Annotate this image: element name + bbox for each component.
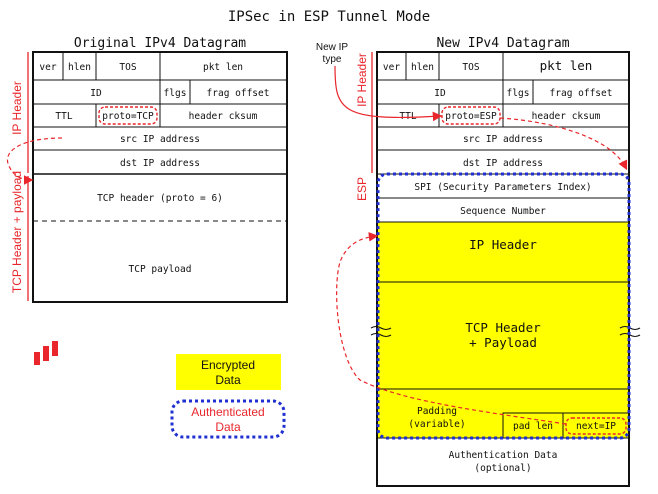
right-tcp-header-l1: TCP Header: [465, 320, 541, 335]
right-heading: New IPv4 Datagram: [436, 36, 569, 51]
new-ip-type-l1: New IP: [316, 42, 349, 53]
right-spi: SPI (Security Parameters Index): [414, 182, 591, 193]
right-ip-header: IP Header: [469, 237, 537, 252]
right-ver: ver: [383, 62, 400, 73]
left-heading: Original IPv4 Datagram: [74, 36, 246, 51]
next-ip-arrow: [336, 232, 567, 425]
right-hlen: hlen: [411, 62, 434, 73]
left-ver: ver: [39, 62, 56, 73]
right-frag: frag offset: [550, 88, 613, 99]
right-flgs: flgs: [507, 88, 530, 99]
left-proto-highlight: [98, 106, 158, 125]
left-loop-arrow: [6, 137, 63, 185]
right-padding-l1: Padding: [417, 406, 457, 417]
legend-encrypted-swatch: [176, 354, 281, 390]
left-payload-label: TCP Header + payload: [10, 171, 24, 293]
legend-authenticated-l2: Data: [215, 420, 241, 434]
right-encrypted-region: [378, 222, 629, 438]
right-ttl: TTL: [399, 111, 416, 122]
right-auth-l2: (optional): [474, 463, 531, 474]
right-ip-header-label: IP Header: [355, 53, 369, 107]
left-datagram: [32, 51, 288, 303]
new-ip-type-arrow: [334, 65, 443, 122]
right-auth-l1: Authentication Data: [449, 450, 558, 461]
right-cksum: header cksum: [532, 111, 601, 122]
left-proto: proto=TCP: [102, 111, 154, 122]
left-flgs: flgs: [164, 88, 187, 99]
right-src: src IP address: [463, 134, 543, 145]
right-esp-label: ESP: [355, 177, 369, 201]
right-tcp-header-l2: + Payload: [469, 335, 537, 350]
left-frag: frag offset: [207, 88, 270, 99]
new-ip-type-l2: type: [323, 54, 342, 65]
legend-authenticated-l1: Authenticated: [191, 405, 264, 419]
left-src: src IP address: [120, 134, 200, 145]
right-seq: Sequence Number: [460, 206, 546, 217]
legend-authenticated-swatch: [170, 399, 286, 439]
esp-proto-arrow: [499, 117, 628, 171]
left-pktlen: pkt len: [203, 62, 243, 73]
right-id: ID: [434, 88, 446, 99]
left-cksum: header cksum: [189, 111, 258, 122]
legend-encrypted-l1: Encrypted: [201, 358, 255, 372]
left-tcp-header: TCP header (proto = 6): [97, 193, 223, 204]
diagram-title: IPSec in ESP Tunnel Mode: [228, 9, 430, 25]
right-tos: TOS: [462, 62, 479, 73]
left-tos: TOS: [119, 62, 136, 73]
right-proto: proto=ESP: [445, 111, 497, 122]
right-authenticated-region: [376, 172, 631, 440]
left-ttl: TTL: [55, 111, 72, 122]
logo-bars-icon: [34, 341, 58, 365]
left-tcp-payload: TCP payload: [129, 264, 192, 275]
left-dst: dst IP address: [120, 158, 200, 169]
right-pad-len: pad len: [513, 421, 553, 432]
right-padding-l2: (variable): [408, 419, 465, 430]
right-next: next=IP: [576, 421, 616, 432]
left-id: ID: [90, 88, 102, 99]
left-hlen: hlen: [68, 62, 91, 73]
legend-encrypted-l2: Data: [215, 373, 241, 387]
right-pktlen: pkt len: [540, 58, 593, 73]
right-dst: dst IP address: [463, 158, 543, 169]
break-marks-icon: [370, 325, 641, 338]
left-ip-header-label: IP Header: [10, 81, 24, 135]
